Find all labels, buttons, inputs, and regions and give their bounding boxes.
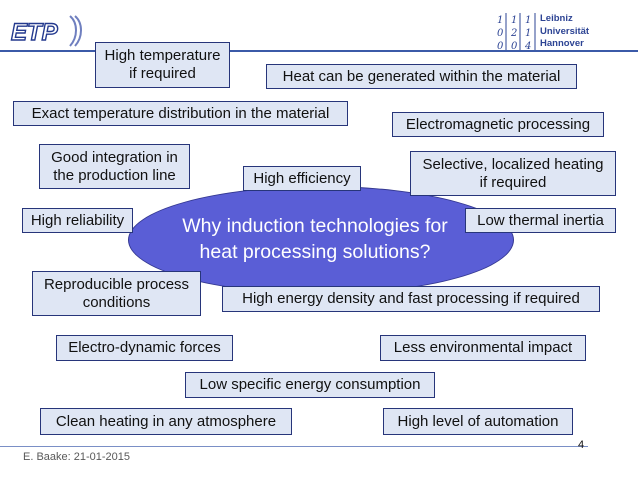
- university-name: Leibniz Universität Hannover: [540, 13, 590, 49]
- luh-digit: 4: [524, 41, 531, 52]
- benefit-box: High temperature if required: [95, 42, 230, 88]
- central-question: Why induction technologies for heat proc…: [182, 215, 448, 263]
- luh-digit: 1: [525, 15, 531, 26]
- benefit-box: Electro-dynamic forces: [56, 335, 233, 361]
- benefit-box: Less environmental impact: [380, 335, 586, 361]
- benefit-box: Selective, localized heating if required: [410, 151, 616, 196]
- luh-digit: 0: [497, 28, 504, 39]
- etp-logo: ETP: [10, 15, 82, 47]
- header-rule: [0, 50, 638, 52]
- luh-digit: 1: [511, 15, 517, 26]
- benefit-box: Low thermal inertia: [465, 208, 616, 233]
- etp-swoosh-icon: [69, 15, 82, 47]
- page-number: 4: [578, 439, 585, 451]
- benefit-box: High energy density and fast processing …: [222, 286, 600, 312]
- benefit-box: Good integration in the production line: [39, 144, 190, 189]
- footer-rule: [0, 446, 588, 447]
- luh-digit: 1: [525, 28, 531, 39]
- benefit-box: Heat can be generated within the materia…: [266, 64, 577, 89]
- luh-digit: 1: [497, 15, 503, 26]
- benefit-box: Reproducible process conditions: [32, 271, 201, 316]
- etp-logo-text: ETP: [11, 19, 59, 46]
- benefit-box: High reliability: [22, 208, 133, 233]
- benefit-box: Low specific energy consumption: [185, 372, 435, 398]
- footer-author-date: E. Baake: 21-01-2015: [23, 451, 131, 463]
- luh-digit: 0: [497, 41, 504, 52]
- luh-digit-grid-icon: 1 1 1 0 2 1 0 0 4: [497, 13, 536, 52]
- benefit-box: High efficiency: [243, 166, 361, 191]
- benefit-box: Electromagnetic processing: [392, 112, 604, 137]
- luh-digit: 0: [511, 41, 518, 52]
- benefit-box: Clean heating in any atmosphere: [40, 408, 292, 435]
- benefit-box: High level of automation: [383, 408, 573, 435]
- luh-digit: 2: [510, 28, 517, 39]
- benefit-box: Exact temperature distribution in the ma…: [13, 101, 348, 126]
